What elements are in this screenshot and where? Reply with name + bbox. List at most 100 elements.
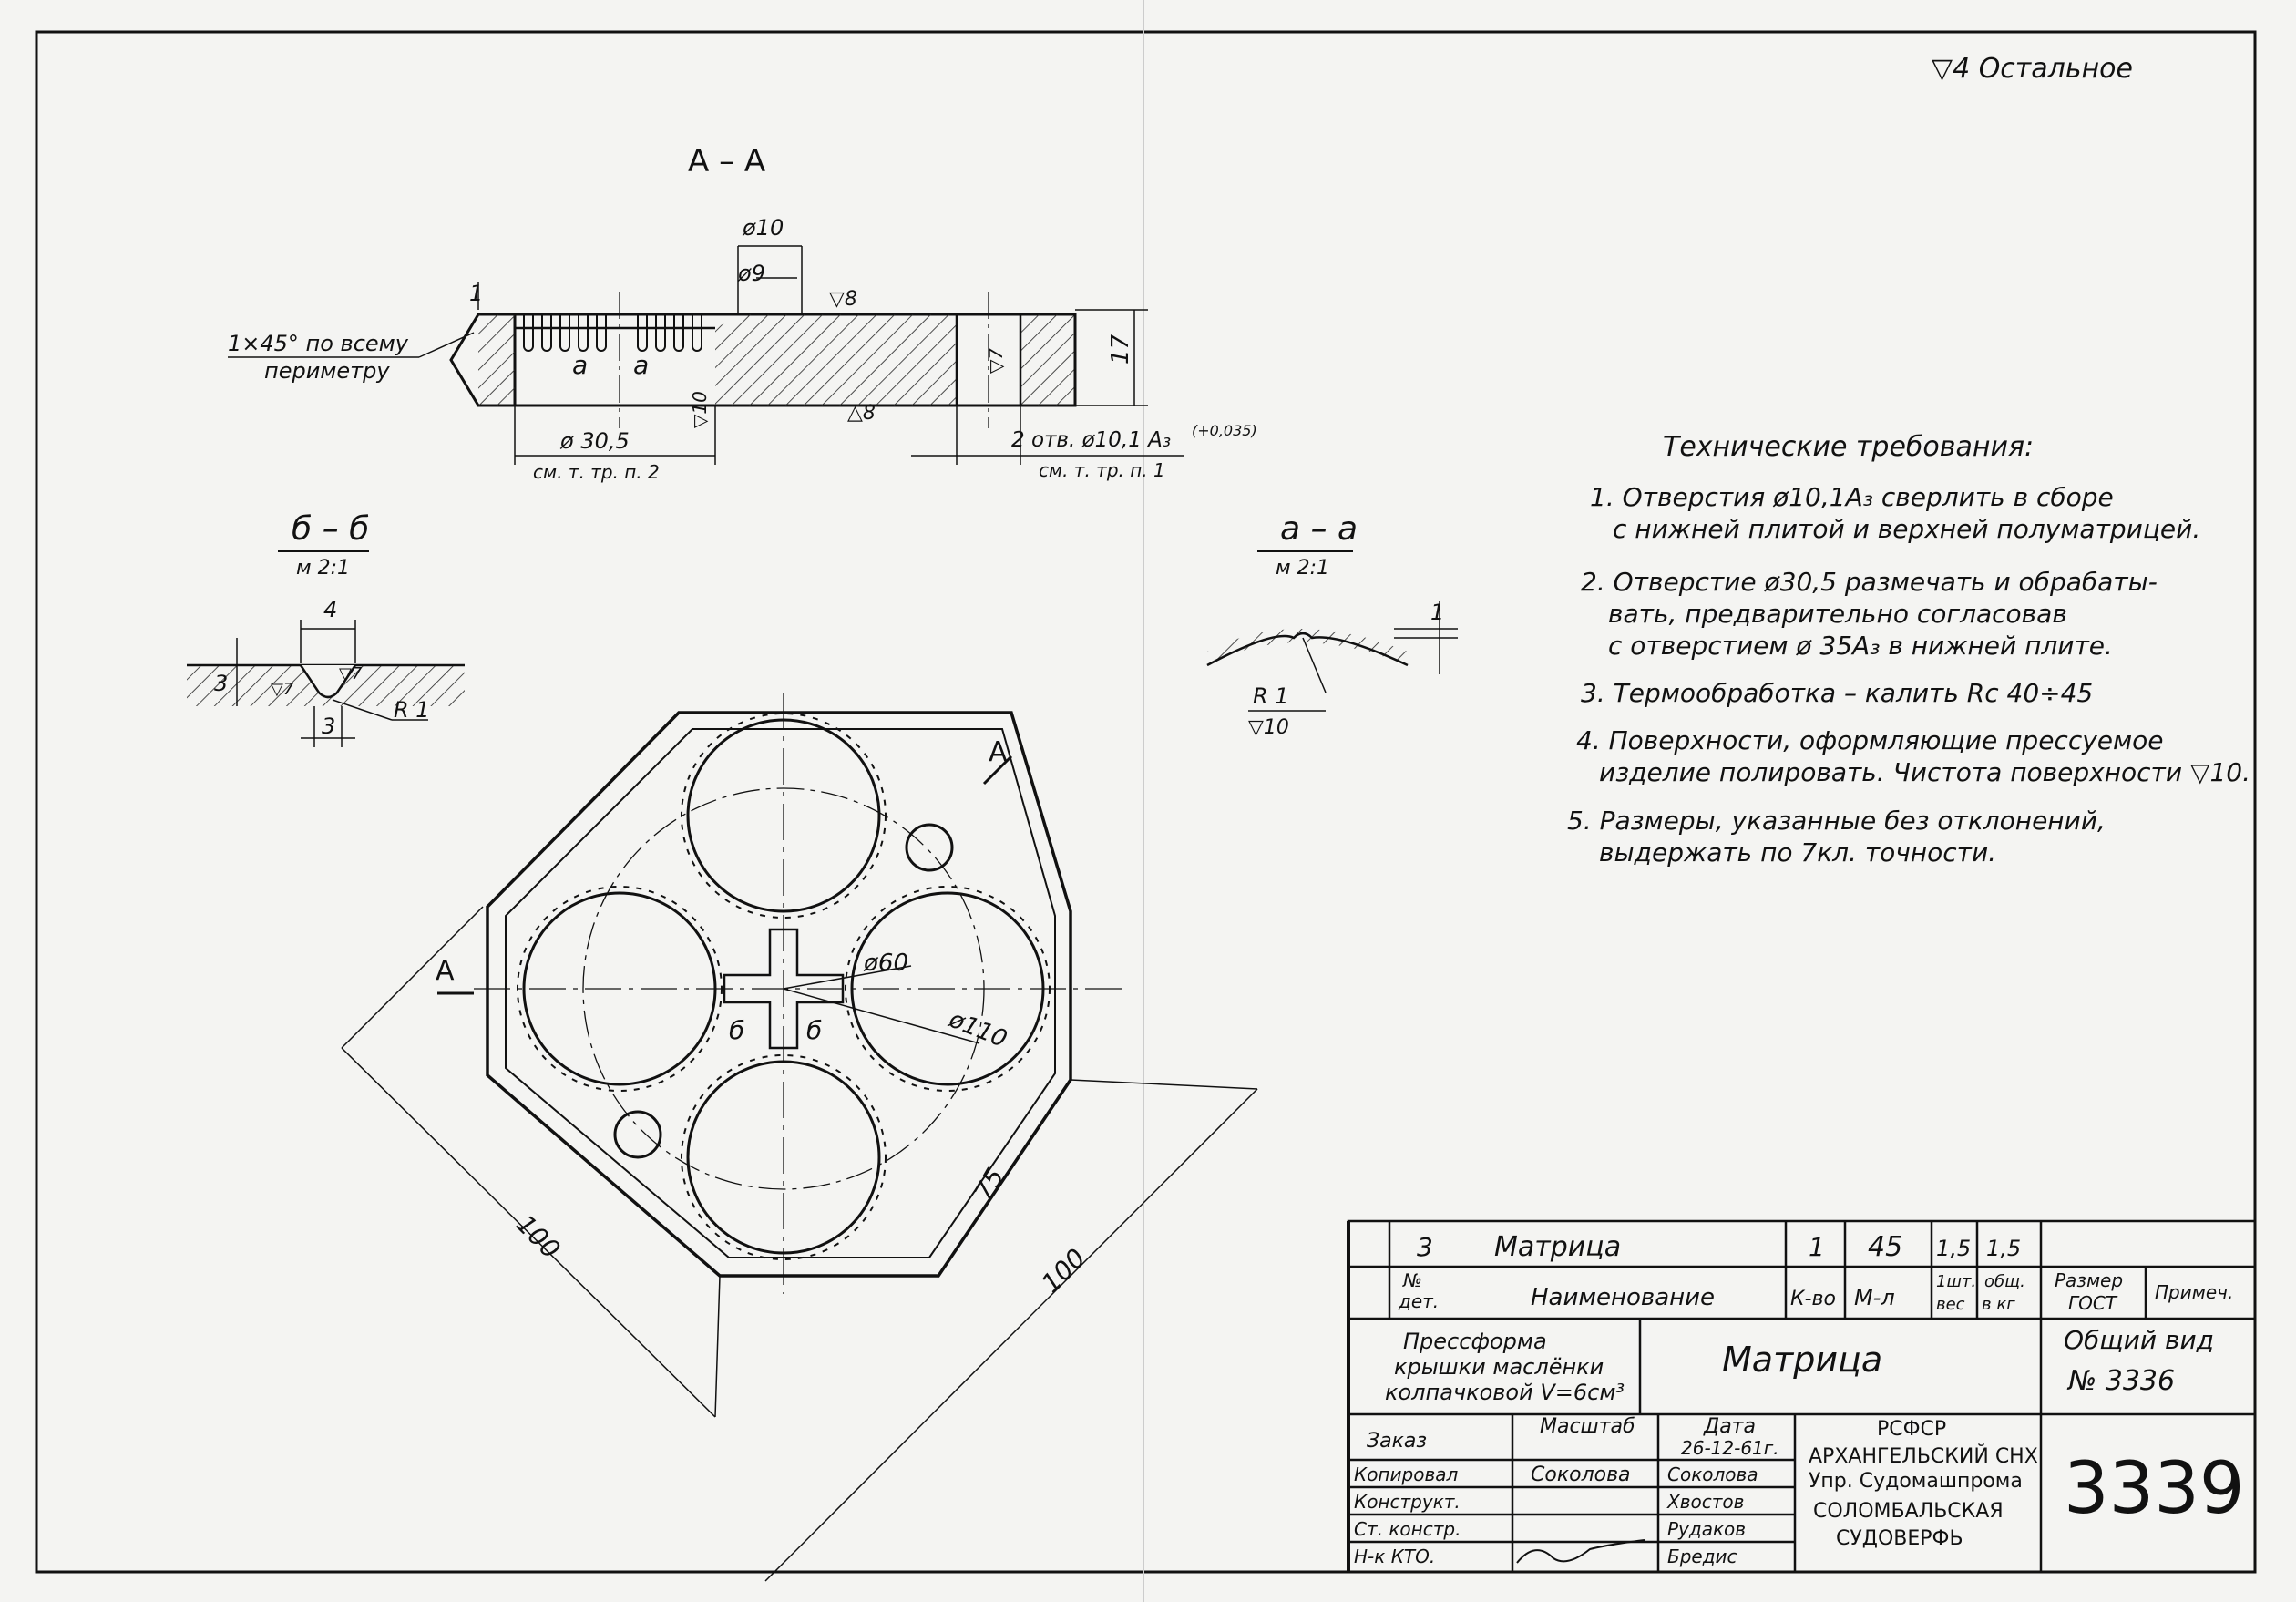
tb-role-head: Н-к КТО. — [1354, 1546, 1435, 1567]
tb-order: Заказ — [1367, 1430, 1427, 1453]
tb-general-1: Общий вид — [2064, 1325, 2214, 1355]
req-3-line-1: 3. Термообработка – калить Rc 40÷45 — [1581, 678, 2093, 708]
tb-weight-1: 1,5 — [1936, 1236, 1971, 1261]
tb-general-2: № 3336 — [2066, 1365, 2175, 1397]
dim-d110: ø110 — [944, 1005, 1010, 1053]
req-2-line-3: с отверстием ø 35А₃ в нижней плите. — [1608, 631, 2113, 661]
section-bb-groove — [299, 664, 357, 699]
req-4-line-2: изделие полировать. Чистота поверхности … — [1599, 757, 2250, 787]
tb-role-senior: Ст. констр. — [1354, 1518, 1461, 1540]
cavity-bottom — [686, 1060, 881, 1255]
tb-scale: Масштаб — [1540, 1415, 1635, 1438]
title-block: 3 Матрица 1 45 1,5 1,5 № дет. Наименован… — [1347, 1219, 2257, 1574]
tb-assembly-2: крышки маслёнки — [1394, 1354, 1604, 1380]
runner-cross — [723, 928, 845, 1050]
section-bb-title: б – б — [292, 510, 369, 548]
dim-4: 4 — [323, 597, 337, 622]
dim-1-aa: 1 — [469, 281, 483, 306]
dim-d10: ø10 — [742, 215, 784, 241]
tb-material: 45 — [1868, 1231, 1902, 1263]
tb-part-no: 3 — [1417, 1232, 1433, 1262]
section-bb-scale: м 2:1 — [296, 557, 350, 580]
dim-17: 17 — [1107, 334, 1134, 365]
section-b-b: б – б м 2:1 4 3 3 R 1 ▽7 ▽7 — [187, 510, 465, 747]
plan-outline-octagon — [486, 711, 1072, 1278]
tb-h-kg: в кг — [1982, 1295, 2015, 1314]
requirements-title: Технические требования: — [1663, 431, 2034, 463]
roughness-7-bb-left: ▽7 — [271, 680, 294, 699]
cavity-left — [522, 891, 717, 1086]
tb-h-qty: К-во — [1790, 1288, 1836, 1310]
tb-role-copy: Копировал — [1354, 1463, 1458, 1485]
dim-d30-5: ø 30,5 — [559, 428, 630, 454]
tb-org-1: РСФСР — [1877, 1418, 1946, 1441]
mark-a-right: а — [633, 350, 649, 380]
tb-assembly-3: колпачковой V=6см³ — [1385, 1380, 1625, 1405]
dim-3-left: 3 — [214, 671, 228, 696]
cut-label-a-left: А — [436, 955, 455, 987]
hatch-region-left — [478, 314, 515, 406]
dim-1-a: 1 — [1430, 600, 1444, 625]
cavities — [522, 718, 1045, 1255]
tb-part-name: Матрица — [1494, 1231, 1621, 1263]
mark-a-left: а — [572, 350, 588, 380]
tb-h-mat: М-л — [1854, 1285, 1895, 1310]
tb-date-label: Дата — [1703, 1415, 1756, 1438]
roughness-10-a: ▽10 — [1248, 716, 1289, 739]
tb-qty: 1 — [1809, 1232, 1825, 1262]
tb-name-head: Бредис — [1667, 1546, 1737, 1567]
technical-requirements: Технические требования: 1. Отверстия ø10… — [1567, 431, 2250, 868]
section-b-mark-left: б — [729, 1015, 744, 1045]
req-1-line-2: с нижней плитой и верхней полуматрицей. — [1613, 514, 2200, 544]
dim-100-right: 100 — [1036, 1243, 1092, 1299]
req-5-line-2: выдержать по 7кл. точности. — [1599, 837, 1996, 868]
req-2-line-2: вать, предварительно согласовав — [1608, 599, 2067, 629]
tb-h-weight: вес — [1936, 1295, 1965, 1314]
req-1-line-1: 1. Отверстия ø10,1А₃ сверлить в сборе — [1590, 482, 2114, 512]
hatch-region-mid — [715, 328, 957, 406]
tb-name-design: Хвостов — [1666, 1491, 1744, 1513]
tb-h-no: № — [1402, 1269, 1422, 1291]
chamfer-note: 1×45° по всему — [228, 331, 409, 356]
roughness-10-aa: ▽10 — [689, 391, 711, 428]
tb-name-copy: Соколова — [1667, 1463, 1758, 1485]
cavity-right — [850, 891, 1045, 1086]
plan-view: А А б б ø60 ø110 100 75 100 — [341, 693, 1258, 1582]
section-a-scale: м 2:1 — [1276, 557, 1329, 580]
tb-org-4: СОЛОМБАЛЬСКАЯ — [1813, 1500, 2004, 1523]
tb-signature-copy: Соколова — [1531, 1463, 1631, 1486]
roughness-7-aa: ▽7 — [985, 348, 1007, 374]
dim-100-left: 100 — [510, 1209, 566, 1265]
dim-3-bottom: 3 — [322, 714, 335, 739]
tb-h-total: общ. — [1984, 1272, 2025, 1291]
tb-h-name: Наименование — [1531, 1284, 1715, 1311]
dim-75: 75 — [968, 1163, 1010, 1206]
dim-d60: ø60 — [863, 950, 908, 977]
section-aa-title: А – А — [688, 143, 765, 180]
section-a-a: А – А ø10 ø9 ▽8 △8 1 17 ▽10 — [228, 143, 1257, 483]
tb-h-size: Размер — [2055, 1269, 2123, 1291]
section-aa-teeth — [523, 314, 702, 352]
dim-r1-a: R 1 — [1253, 683, 1289, 709]
req-4-line-1: 4. Поверхности, оформляющие прессуемое — [1576, 725, 2164, 755]
roughness-8-bottom: △8 — [847, 402, 876, 425]
tb-role-design: Конструкт. — [1354, 1491, 1461, 1513]
tb-name-senior: Рудаков — [1667, 1518, 1746, 1540]
tb-drawing-number: 3339 — [2064, 1448, 2245, 1530]
drawing-frame — [35, 30, 2257, 1574]
cut-label-a-right: А — [989, 736, 1008, 768]
dim-holes-tol: (+0,035) — [1192, 422, 1257, 439]
tb-h-pcs: 1шт. — [1936, 1272, 1976, 1291]
cavity-top — [686, 718, 881, 913]
tb-weight-2: 1,5 — [1986, 1236, 2021, 1261]
tb-h-note: Примеч. — [2155, 1281, 2233, 1303]
section-a-a-small: а – а м 2:1 1 R 1 ▽10 — [1206, 510, 1458, 739]
bolt-circle-d110 — [582, 787, 985, 1190]
ref-req-2: см. т. тр. п. 2 — [533, 461, 660, 483]
chamfer-note-2: периметру — [264, 358, 390, 384]
tb-h-det: дет. — [1398, 1290, 1439, 1312]
surface-note: ▽4 Остальное — [1932, 53, 2133, 85]
tb-assembly-1: Прессформа — [1403, 1329, 1547, 1354]
cavity-teeth — [517, 713, 1051, 1260]
